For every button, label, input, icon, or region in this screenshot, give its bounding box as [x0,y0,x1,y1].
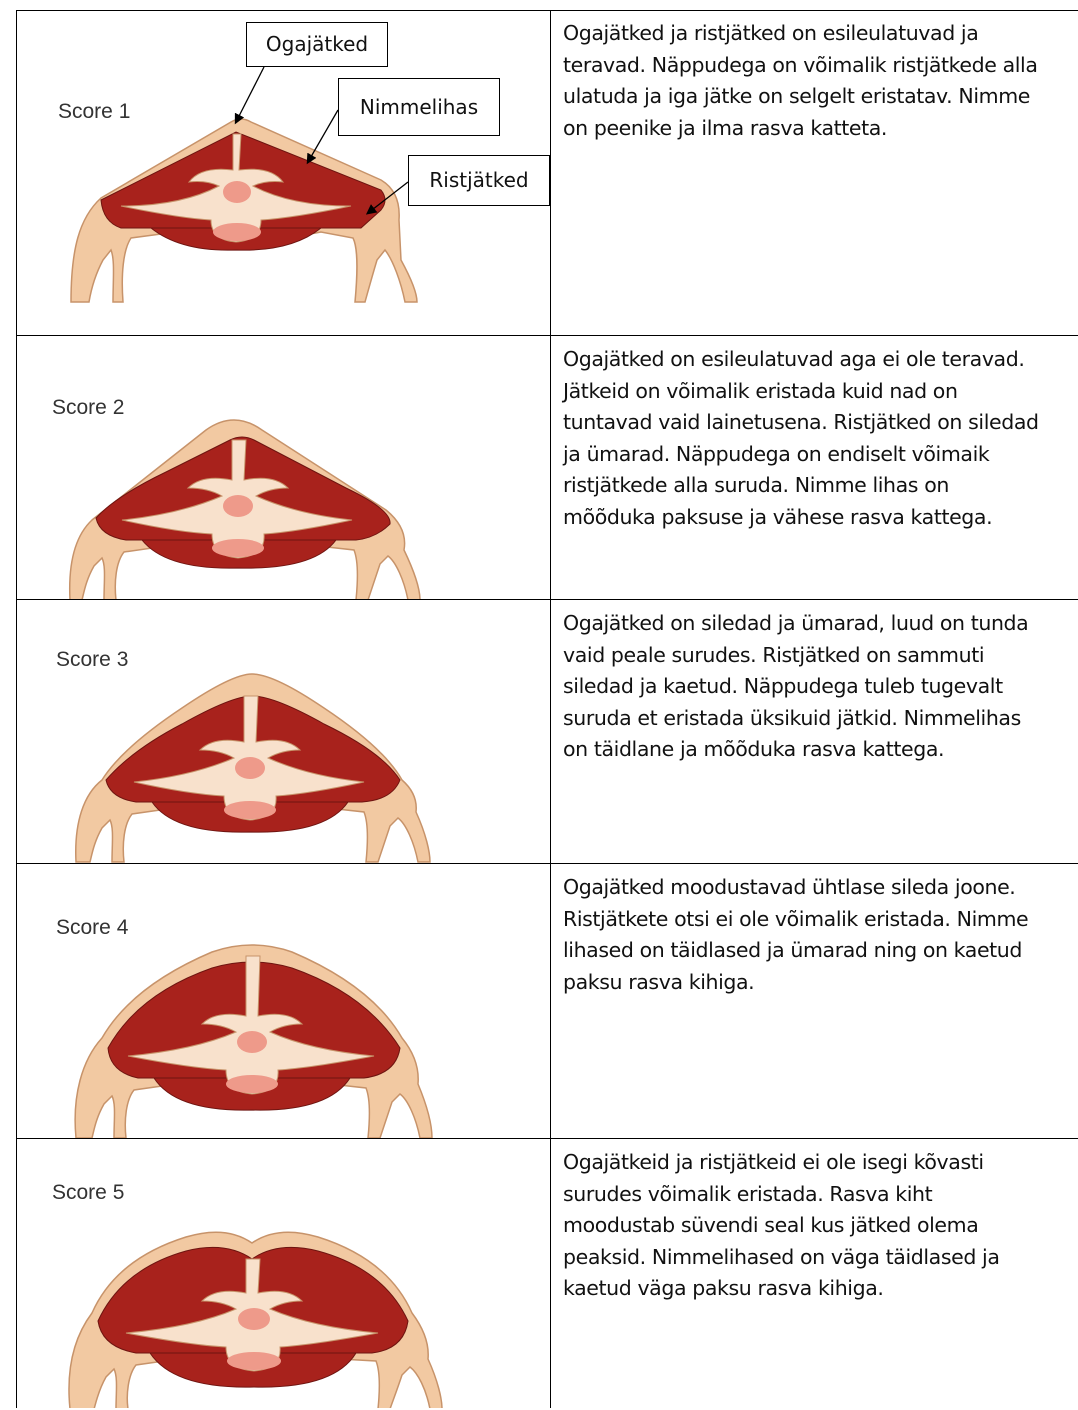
score-label: Score 3 [56,648,128,672]
score-description: Ogajätked on esileulatuvad aga ei ole te… [563,344,1078,534]
score-label: Score 1 [58,100,130,124]
spine-cross-section-illustration [16,336,550,599]
table-row: Score 5 Ogajätkeid ja ristjätkeid ei ole… [16,1139,1078,1408]
score-description: Ogajätkeid ja ristjätkeid ei ole isegi k… [563,1147,1078,1305]
score-label: Score 4 [56,916,128,940]
callout-transverse-process: Ristjätked [408,155,550,206]
table-row: Score 4 Ogajätked moodustavad ühtlase si… [16,864,1078,1138]
score-illustration-cell: Score 3 [16,600,550,863]
callout-spinous-process: Ogajätked [246,22,388,67]
spine-cross-section-illustration [16,1139,550,1408]
score-illustration-cell: Score 2 [16,336,550,599]
score-illustration-cell: Score 1 Ogajätked Nimmelihas Ristjätked [16,10,550,335]
table-row: Score 3 Ogajätked on siledad ja ümarad, … [16,600,1078,863]
score-description: Ogajätked moodustavad ühtlase sileda joo… [563,872,1078,998]
table-row: Score 2 Ogajätked on esileulatuvad aga e… [16,336,1078,599]
body-condition-table: Score 1 Ogajätked Nimmelihas Ristjätked … [16,10,1078,1408]
table-row: Score 1 Ogajätked Nimmelihas Ristjätked … [16,10,1078,335]
score-label: Score 5 [52,1181,124,1205]
score-illustration-cell: Score 5 [16,1139,550,1408]
spine-cross-section-illustration [16,864,550,1138]
score-illustration-cell: Score 4 [16,864,550,1138]
score-description: Ogajätked ja ristjätked on esileulatuvad… [563,18,1078,144]
spine-cross-section-illustration [16,600,550,863]
score-label: Score 2 [52,396,124,420]
callout-loin-muscle: Nimmelihas [338,78,500,136]
score-description: Ogajätked on siledad ja ümarad, luud on … [563,608,1078,766]
